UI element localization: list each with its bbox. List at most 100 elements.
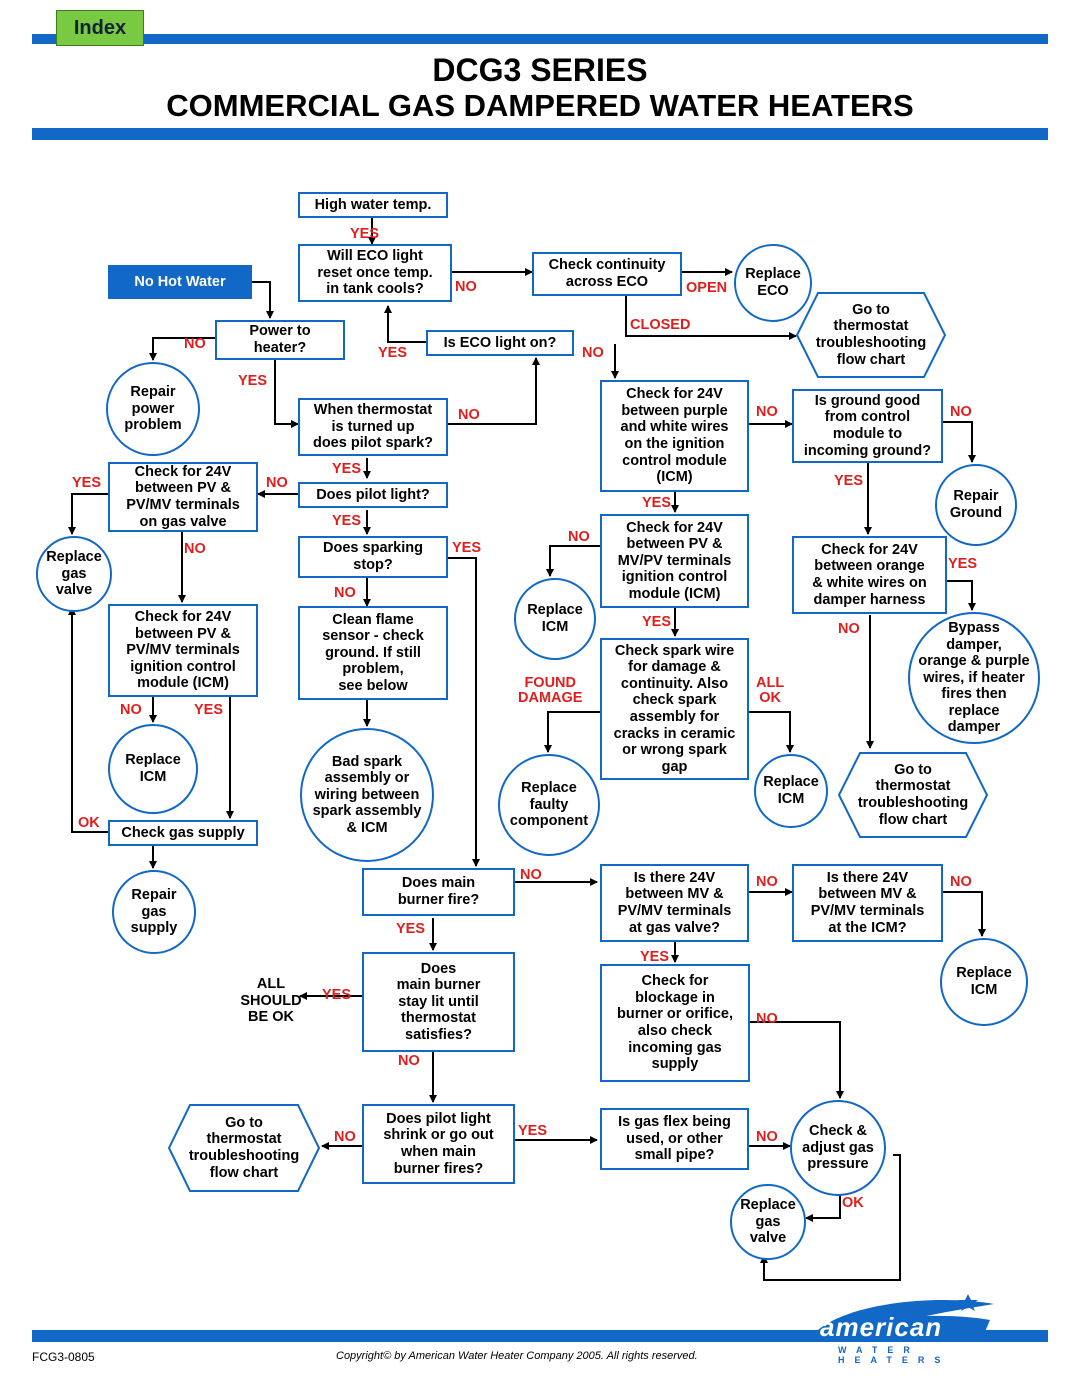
- yes-label: YES: [834, 473, 864, 489]
- yes-label: YES: [640, 949, 670, 965]
- no-label: NO: [266, 475, 288, 491]
- all-should-be-ok-text: ALL SHOULD BE OK: [240, 976, 302, 1026]
- clean-flame-sensor-box: Clean flame sensor - check ground. If st…: [298, 606, 448, 700]
- page-title-line1: DCG3 SERIES: [432, 52, 648, 88]
- no-label: NO: [568, 529, 590, 545]
- no-label: NO: [756, 874, 778, 890]
- pilot-shrink-box: Does pilot light shrink or go out when m…: [362, 1104, 515, 1184]
- document-code: FCG3-0805: [32, 1350, 95, 1364]
- yes-label: YES: [332, 513, 362, 529]
- check-24v-pv-gas-valve-box: Check for 24V between PV & PV/MV termina…: [108, 462, 258, 532]
- american-water-heaters-logo: american WATER HEATERS: [798, 1290, 998, 1365]
- no-label: NO: [398, 1053, 420, 1069]
- no-label: NO: [950, 874, 972, 890]
- hexagon-shape: [168, 1104, 320, 1192]
- footer-rule: [32, 1330, 1048, 1342]
- ok-label: OK: [78, 815, 100, 831]
- yes-label: YES: [322, 987, 352, 1003]
- replace-icm-circle-1: Replace ICM: [514, 578, 596, 660]
- goto-thermostat-label-1: Go to thermostat troubleshooting flow ch…: [815, 301, 927, 368]
- title-rule: [32, 128, 1048, 140]
- is-24v-mv-icm-box: Is there 24V between MV & PV/MV terminal…: [792, 864, 943, 942]
- no-label: NO: [455, 279, 477, 295]
- yes-label: YES: [72, 475, 102, 491]
- check-24v-pv-icm-left-box: Check for 24V between PV & PV/MV termina…: [108, 604, 258, 697]
- check-blockage-box: Check for blockage in burner or orifice,…: [600, 964, 750, 1082]
- check-eco-continuity-box: Check continuity across ECO: [532, 252, 682, 296]
- repair-gas-supply-circle: Repair gas supply: [112, 870, 196, 954]
- goto-thermostat-hex-1[interactable]: Go to thermostat troubleshooting flow ch…: [796, 292, 946, 378]
- goto-thermostat-hex-3[interactable]: Go to thermostat troubleshooting flow ch…: [168, 1104, 320, 1192]
- pilot-light-box: Does pilot light?: [298, 482, 448, 508]
- hexagon-shape: [796, 292, 946, 378]
- yes-label: YES: [396, 921, 426, 937]
- no-label: NO: [756, 404, 778, 420]
- found-damage-label: FOUND DAMAGE: [518, 675, 583, 706]
- replace-icm-circle-2: Replace ICM: [108, 724, 198, 814]
- goto-thermostat-label-3: Go to thermostat troubleshooting flow ch…: [188, 1114, 300, 1181]
- no-label: NO: [458, 407, 480, 423]
- open-label: OPEN: [686, 280, 728, 296]
- no-label: NO: [756, 1011, 778, 1027]
- eco-light-on-box: Is ECO light on?: [426, 330, 574, 356]
- replace-icm-circle-3: Replace ICM: [754, 754, 828, 828]
- logo-swoosh: [810, 1294, 994, 1340]
- no-hot-water-start: No Hot Water: [108, 265, 252, 299]
- check-24v-pv-icm-right-box: Check for 24V between PV & MV/PV termina…: [600, 514, 749, 608]
- goto-thermostat-hex-2[interactable]: Go to thermostat troubleshooting flow ch…: [838, 752, 988, 838]
- ground-good-box: Is ground good from control module to in…: [792, 389, 943, 463]
- is-24v-mv-gas-valve-box: Is there 24V between MV & PV/MV terminal…: [600, 864, 749, 942]
- copyright-notice: Copyright© by American Water Heater Comp…: [336, 1350, 698, 1362]
- no-label: NO: [756, 1129, 778, 1145]
- replace-gas-valve-circle-1: Replace gas valve: [36, 536, 112, 612]
- goto-thermostat-label-2: Go to thermostat troubleshooting flow ch…: [857, 761, 969, 828]
- hexagon-shape: [838, 752, 988, 838]
- yes-label: YES: [378, 345, 408, 361]
- closed-label: CLOSED: [630, 317, 691, 333]
- no-label: NO: [120, 702, 142, 718]
- ok-label: OK: [842, 1195, 864, 1211]
- no-label: NO: [950, 404, 972, 420]
- check-spark-wire-box: Check spark wire for damage & continuity…: [600, 638, 749, 780]
- yes-label: YES: [194, 702, 224, 718]
- yes-label: YES: [332, 461, 362, 477]
- logo-wordmark: american: [820, 1312, 943, 1342]
- yes-label: YES: [238, 373, 268, 389]
- main-burner-stay-lit-box: Does main burner stay lit until thermost…: [362, 952, 515, 1052]
- replace-eco-circle: Replace ECO: [734, 244, 812, 322]
- pilot-spark-box: When thermostat is turned up does pilot …: [298, 398, 448, 456]
- bypass-damper-circle: Bypass damper, orange & purple wires, if…: [908, 612, 1040, 744]
- check-24v-purple-white-box: Check for 24V between purple and white w…: [600, 380, 749, 492]
- logo-subtitle: WATER HEATERS: [838, 1345, 951, 1365]
- check-gas-supply-box: Check gas supply: [108, 820, 258, 846]
- yes-label: YES: [350, 226, 380, 242]
- yes-label: YES: [452, 540, 482, 556]
- page-title-line2: COMMERCIAL GAS DAMPERED WATER HEATERS: [166, 88, 914, 123]
- all-ok-label: ALL OK: [756, 675, 785, 706]
- power-to-heater-box: Power to heater?: [215, 320, 345, 360]
- yes-label: YES: [948, 556, 978, 572]
- replace-faulty-component-circle: Replace faulty component: [498, 754, 600, 856]
- yes-label: YES: [518, 1123, 548, 1139]
- high-water-temp-box: High water temp.: [298, 192, 448, 218]
- yes-label: YES: [642, 495, 672, 511]
- replace-icm-circle-4: Replace ICM: [940, 938, 1028, 1026]
- yes-label: YES: [642, 614, 672, 630]
- replace-gas-valve-circle-2: Replace gas valve: [730, 1184, 806, 1260]
- check-24v-orange-white-box: Check for 24V between orange & white wir…: [792, 536, 947, 614]
- no-label: NO: [184, 336, 206, 352]
- no-label: NO: [838, 621, 860, 637]
- repair-ground-circle: Repair Ground: [935, 464, 1017, 546]
- index-tab[interactable]: Index: [56, 10, 144, 46]
- no-label: NO: [184, 541, 206, 557]
- no-label: NO: [520, 867, 542, 883]
- top-rule: [32, 34, 1048, 44]
- eco-reset-box: Will ECO light reset once temp. in tank …: [298, 244, 452, 302]
- check-adjust-gas-pressure-circle: Check & adjust gas pressure: [790, 1100, 886, 1196]
- bad-spark-assembly-circle: Bad spark assembly or wiring between spa…: [300, 728, 434, 862]
- no-label: NO: [334, 585, 356, 601]
- main-burner-fire-box: Does main burner fire?: [362, 868, 515, 916]
- repair-power-circle: Repair power problem: [106, 362, 200, 456]
- gas-flex-box: Is gas flex being used, or other small p…: [600, 1108, 749, 1170]
